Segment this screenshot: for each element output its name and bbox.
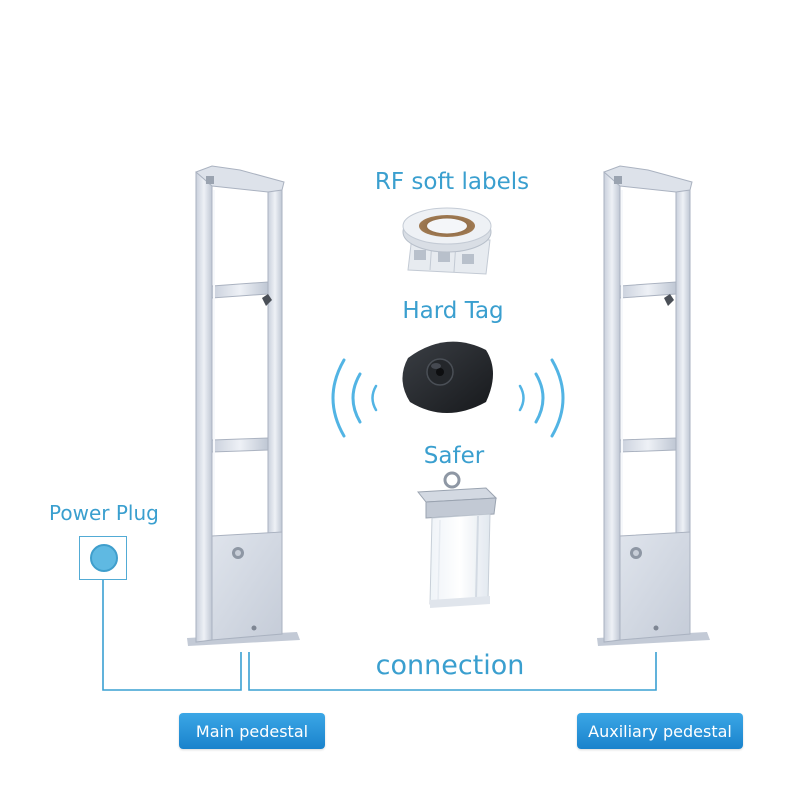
- auxiliary-pedestal-button[interactable]: Auxiliary pedestal: [577, 713, 743, 749]
- rf-soft-label-roll-icon: [402, 207, 492, 275]
- main-pedestal-button[interactable]: Main pedestal: [179, 713, 325, 749]
- connection-label: connection: [375, 650, 525, 681]
- safer-box-icon: [417, 471, 498, 608]
- hard-tag-label: Hard Tag: [402, 298, 504, 324]
- safer-label: Safer: [423, 443, 485, 469]
- signal-waves-right-icon: [518, 358, 565, 438]
- rf-soft-labels-label: RF soft labels: [374, 169, 530, 195]
- power-plug-label: Power Plug: [49, 501, 159, 525]
- connection-lines: [102, 580, 657, 691]
- hard-tag-icon: [402, 341, 493, 413]
- auxiliary-pedestal-antenna: [597, 165, 710, 646]
- power-plug-icon: [90, 544, 118, 572]
- signal-waves-left-icon: [331, 358, 378, 438]
- power-plug-box: [79, 536, 127, 580]
- main-pedestal-antenna: [187, 165, 300, 646]
